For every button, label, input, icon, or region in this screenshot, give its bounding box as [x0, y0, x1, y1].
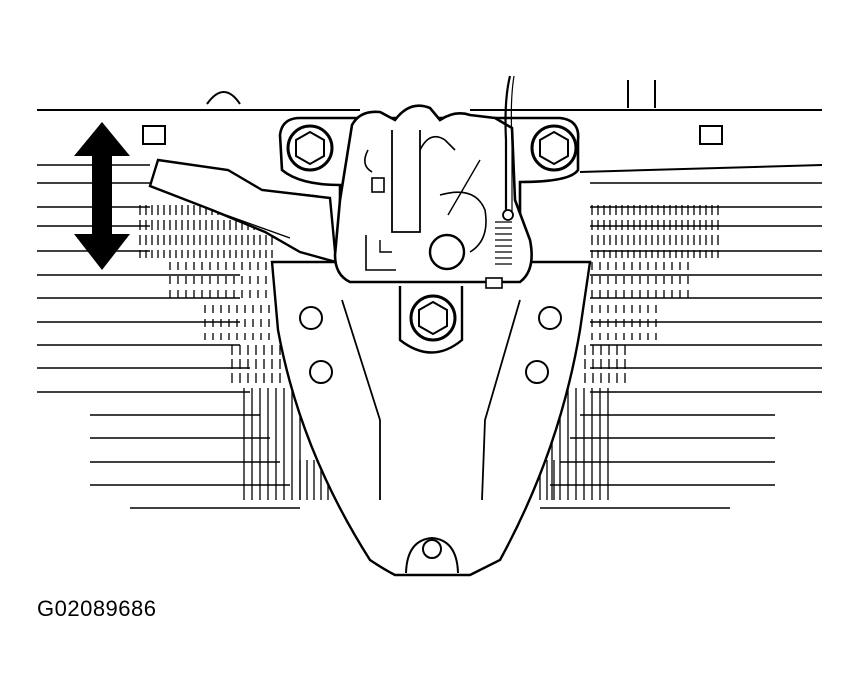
release-cable [502, 75, 515, 221]
bracket-hole-upper-right [538, 306, 562, 330]
panel-slot-right [699, 125, 723, 145]
up-down-adjustment-arrow-icon [74, 122, 130, 270]
center-bolt-icon [409, 294, 457, 342]
bracket-hole-upper-left [299, 306, 323, 330]
hood-release-lever [148, 158, 338, 264]
radiator-support-panel [37, 80, 823, 173]
bracket-hole-lower-left [309, 360, 333, 384]
panel-slot-left [142, 125, 166, 145]
latch-support-bracket [270, 260, 592, 577]
right-mounting-bolt-icon [530, 124, 578, 172]
bracket-hole-lower-right [525, 360, 549, 384]
figure-id-label: G02089686 [37, 596, 157, 621]
bracket-bottom-hole [422, 539, 442, 559]
left-mounting-bolt-icon [286, 124, 334, 172]
latch-pivot-hole [428, 233, 466, 271]
latch-spring [495, 221, 512, 265]
latch-body [333, 104, 533, 289]
